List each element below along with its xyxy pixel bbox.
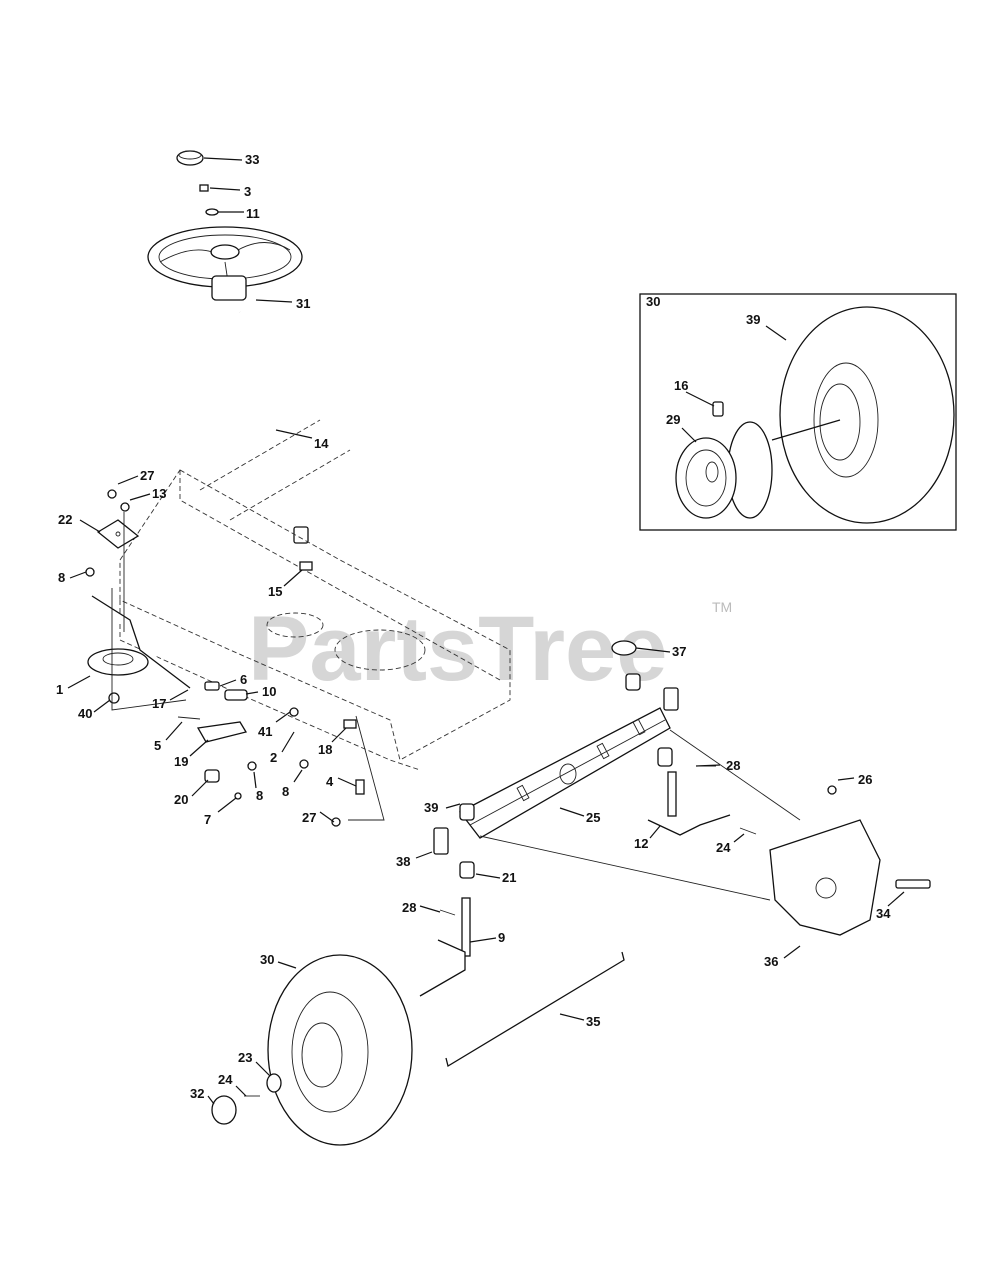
callout-20: 20: [174, 792, 188, 807]
callout-layer: 33 3 11 31 14 27 13 22 8 15 1 40 17 6 10…: [56, 152, 905, 1105]
spindle-right: [647, 765, 757, 836]
front-wheel: [211, 954, 413, 1146]
callout-16: 16: [674, 378, 688, 393]
callout-24-left: 24: [218, 1072, 233, 1087]
callout-18: 18: [318, 742, 332, 757]
callout-4: 4: [326, 774, 334, 789]
inset-valve-stem: [712, 401, 724, 417]
callout-8-right: 8: [282, 784, 289, 799]
callout-19: 19: [174, 754, 188, 769]
callout-12: 12: [634, 836, 648, 851]
callout-8-left: 8: [58, 570, 65, 585]
callout-30: 30: [260, 952, 274, 967]
callout-6: 6: [240, 672, 247, 687]
inset-label: 30: [646, 294, 660, 309]
tie-rod: [445, 951, 625, 1068]
watermark-text: PartsTree: [248, 598, 667, 700]
callout-1: 1: [56, 682, 63, 697]
callout-7: 7: [204, 812, 211, 827]
callout-35: 35: [586, 1014, 600, 1029]
inset-box: 30: [639, 293, 957, 531]
callout-14: 14: [314, 436, 329, 451]
callout-9: 9: [498, 930, 505, 945]
front-axle: [459, 707, 671, 839]
tractor-frame: [119, 419, 511, 771]
callout-8-mid: 8: [256, 788, 263, 803]
steering-washer: [205, 208, 219, 216]
callout-31: 31: [296, 296, 310, 311]
callout-5: 5: [154, 738, 161, 753]
callout-28-right: 28: [726, 758, 740, 773]
callout-27-bottom: 27: [302, 810, 316, 825]
callout-39-inset: 39: [746, 312, 760, 327]
inset-tire: [779, 306, 955, 524]
callout-26: 26: [858, 772, 872, 787]
callout-38: 38: [396, 854, 410, 869]
steering-plate: [96, 519, 140, 549]
steering-bolt: [199, 184, 209, 192]
callout-22: 22: [58, 512, 72, 527]
callout-13: 13: [152, 486, 166, 501]
callout-15: 15: [268, 584, 282, 599]
callout-28-left: 28: [402, 900, 416, 915]
callout-23: 23: [238, 1050, 252, 1065]
callout-37: 37: [672, 644, 686, 659]
callout-24-right: 24: [716, 840, 731, 855]
callout-39-axle: 39: [424, 800, 438, 815]
spindle-left: [419, 897, 471, 997]
callout-3: 3: [244, 184, 251, 199]
callout-10: 10: [262, 684, 276, 699]
callout-32: 32: [190, 1086, 204, 1101]
callout-41: 41: [258, 724, 272, 739]
steering-gear: [87, 648, 149, 676]
callout-2: 2: [270, 750, 277, 765]
callout-25: 25: [586, 810, 600, 825]
steering-wheel: [147, 226, 303, 301]
watermark-trademark: TM: [712, 599, 732, 615]
inset-rim: [675, 421, 773, 519]
axle-bracket: [769, 785, 931, 936]
callout-21: 21: [502, 870, 516, 885]
callout-33: 33: [245, 152, 259, 167]
callout-27-top: 27: [140, 468, 154, 483]
callout-40: 40: [78, 706, 92, 721]
drag-link: [91, 595, 191, 689]
steering-wheel-cap: [176, 150, 204, 166]
callout-36: 36: [764, 954, 778, 969]
hardware-left: [85, 489, 365, 827]
callout-34: 34: [876, 906, 891, 921]
steering-shaft: [237, 311, 309, 544]
callout-29: 29: [666, 412, 680, 427]
callout-11: 11: [246, 206, 260, 221]
